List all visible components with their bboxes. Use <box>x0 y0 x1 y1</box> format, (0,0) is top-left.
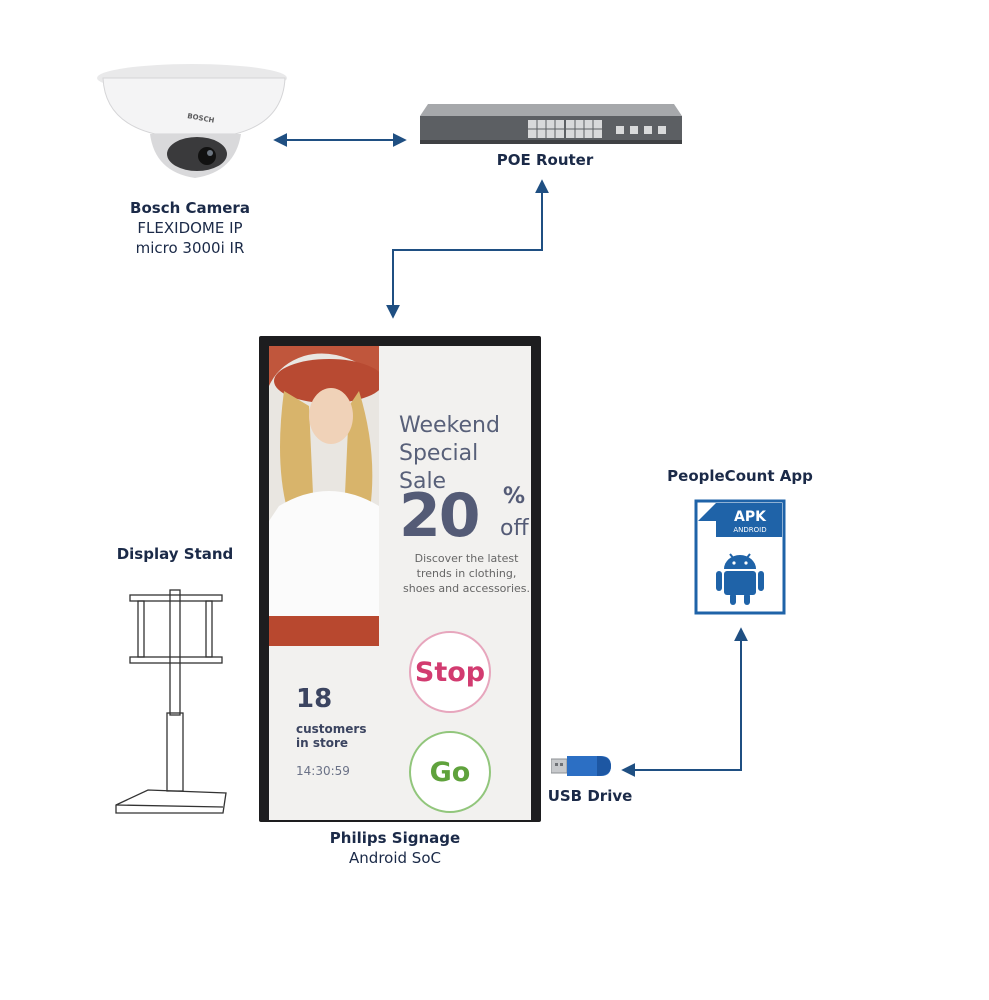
apk-badge-main: APK <box>734 509 767 525</box>
promo-headline-line1: Weekend <box>399 413 500 438</box>
promo-percent-sign: % <box>503 484 526 509</box>
camera-label: Bosch Camera FLEXIDOME IP micro 3000i IR <box>110 198 270 258</box>
stand-label: Display Stand <box>95 544 255 564</box>
router-title: POE Router <box>496 151 594 169</box>
customer-count: 18 <box>296 684 333 714</box>
dome-camera-icon: BOSCH <box>97 64 287 178</box>
promo-description: Discover the latest trends in clothing, … <box>403 552 530 595</box>
promo-discount: 20 <box>399 481 480 551</box>
signage-subtitle: Android SoC <box>349 849 441 867</box>
app-usb-connector <box>621 627 748 777</box>
promo-off: off <box>500 516 529 541</box>
app-label: PeopleCount App <box>650 466 830 486</box>
network-switch-icon <box>420 104 682 144</box>
usb-title: USB Drive <box>547 787 633 805</box>
usb-label: USB Drive <box>535 786 645 806</box>
signage-label: Philips Signage Android SoC <box>310 828 480 868</box>
apk-badge-sub: ANDROID <box>733 526 766 534</box>
router-signage-connector <box>386 179 549 319</box>
router-label: POE Router <box>470 150 620 170</box>
stop-indicator: Stop <box>409 631 491 713</box>
stand-title: Display Stand <box>116 545 234 563</box>
go-indicator: Go <box>409 731 491 813</box>
customer-label-line1: customers <box>296 722 367 736</box>
signage-screen: Weekend Special Sale 20 % off Discover t… <box>269 346 531 820</box>
camera-model-line2: micro 3000i IR <box>135 239 245 257</box>
camera-model-line1: FLEXIDOME IP <box>137 219 243 237</box>
camera-title: Bosch Camera <box>130 199 250 217</box>
usb-drive-icon <box>551 756 611 776</box>
display-stand-icon <box>115 589 227 814</box>
apk-file-icon: APK ANDROID <box>694 499 786 615</box>
android-icon <box>716 553 764 605</box>
app-title: PeopleCount App <box>667 467 813 485</box>
promo-headline: Weekend Special Sale <box>399 412 531 496</box>
clock-time: 14:30:59 <box>296 764 350 778</box>
customer-count-label: customers in store <box>296 722 366 750</box>
model-photo <box>269 346 379 646</box>
promo-headline-line2: Special Sale <box>399 441 479 494</box>
customer-label-line2: in store <box>296 736 349 750</box>
philips-signage-display: Weekend Special Sale 20 % off Discover t… <box>259 336 541 822</box>
signage-title: Philips Signage <box>329 829 461 847</box>
